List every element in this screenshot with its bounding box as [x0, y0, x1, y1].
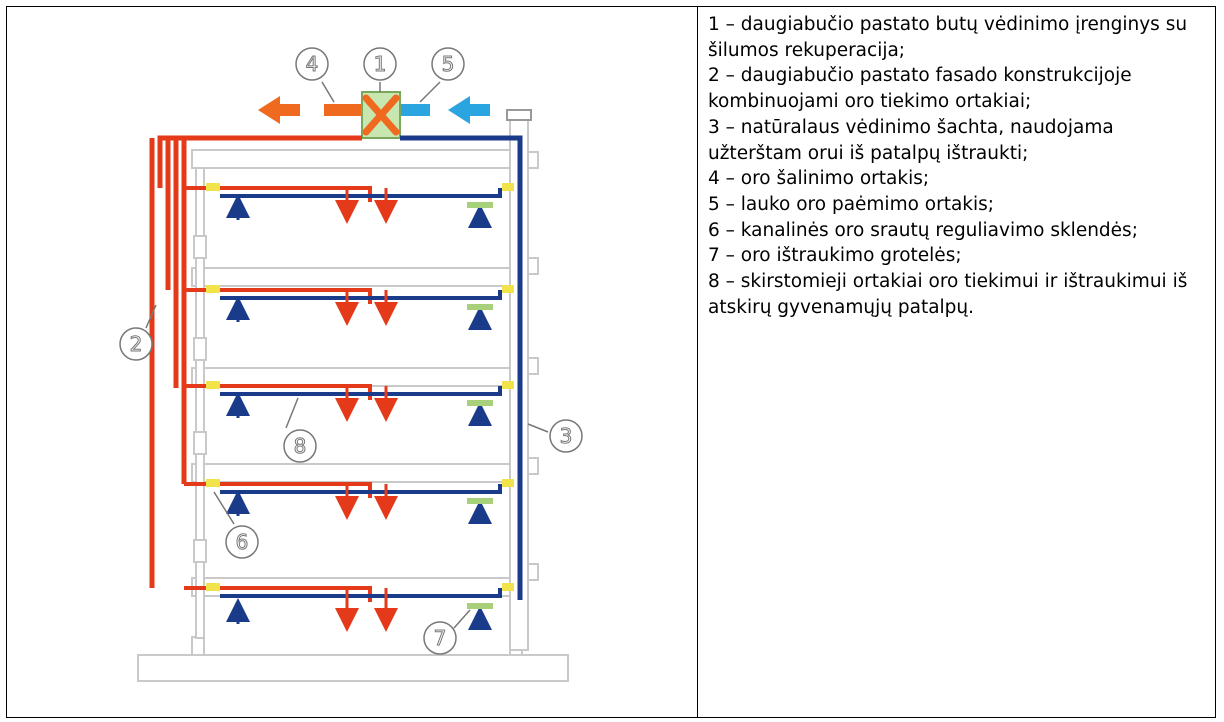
table-frame	[6, 6, 1216, 718]
shaft-cap	[506, 109, 532, 121]
intake-arrow	[448, 96, 490, 124]
legend-item: 2 – daugiabučio pastato fasado konstrukc…	[708, 65, 1132, 113]
legend-item: 3 – natūralaus vėdinimo šachta, naudojam…	[708, 116, 1114, 164]
legend-item: 7 – oro ištraukimo grotelės;	[708, 245, 962, 267]
left-wall-ledges	[193, 235, 207, 563]
ground-slab	[137, 654, 569, 682]
legend-list: 1 – daugiabučio pastato butų vėdinimo įr…	[708, 12, 1208, 320]
left-wall	[195, 167, 205, 639]
exhaust-duct	[324, 104, 364, 116]
table-column-divider	[697, 6, 698, 718]
callout-5-label: 5	[442, 52, 455, 76]
exhaust-arrow	[258, 96, 300, 124]
callout-8: 8	[283, 397, 317, 463]
legend-item: 4 – oro šalinimo ortakis;	[708, 168, 930, 190]
callout-3: 3	[527, 419, 583, 453]
left-wall-footing	[191, 636, 205, 656]
callout-8-label: 8	[294, 434, 307, 458]
callout-5: 5	[419, 47, 465, 103]
callout-1: 1	[363, 47, 397, 92]
callout-7: 7	[423, 609, 471, 655]
callout-2-label: 2	[130, 332, 143, 356]
legend-item: 5 – lauko oro paėmimo ortakis;	[708, 193, 995, 215]
extract-main-duct	[400, 135, 523, 600]
legend-item: 6 – kanalinės oro srautų reguliavimo skl…	[708, 219, 1138, 241]
callout-3-label: 3	[560, 424, 573, 448]
floor-ducts	[184, 183, 514, 632]
callout-7-label: 7	[434, 626, 447, 650]
ventilation-diagram: 4 1 5 2 8 3	[119, 47, 583, 682]
callouts: 4 1 5 2 8 3	[119, 47, 583, 655]
supply-facade-ducts	[149, 135, 362, 588]
shaft-brackets	[527, 151, 539, 581]
callout-4: 4	[295, 47, 335, 103]
callout-1-label: 1	[374, 52, 387, 76]
callout-6: 6	[213, 491, 259, 559]
heat-recovery-cross	[362, 94, 400, 136]
legend-item: 8 – skirstomieji ortakiai oro tiekimui i…	[708, 271, 1188, 318]
callout-6-label: 6	[236, 530, 249, 554]
callout-4-label: 4	[306, 52, 319, 76]
legend-item: 1 – daugiabučio pastato butų vėdinimo įr…	[708, 14, 1188, 61]
intake-duct	[400, 104, 430, 116]
callout-2: 2	[119, 304, 157, 361]
